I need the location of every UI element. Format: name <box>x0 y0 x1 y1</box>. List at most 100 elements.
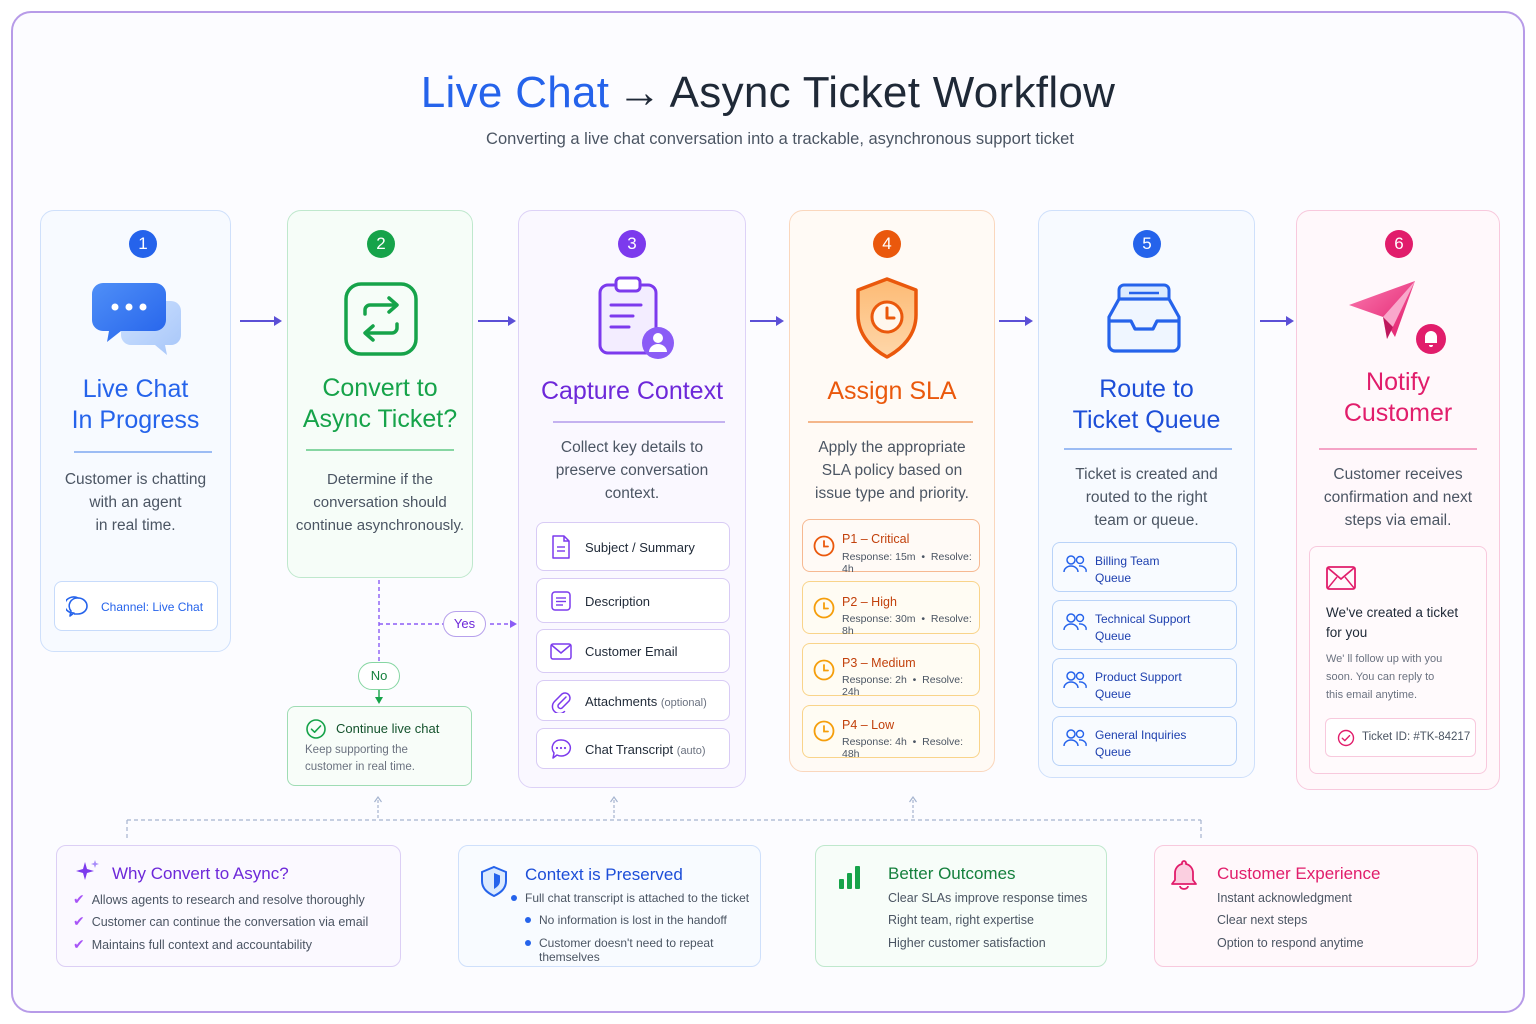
sla-times: Response: 4h • Resolve: 48h <box>842 736 964 760</box>
field-label: Subject / Summary <box>585 540 695 555</box>
email-heading-2: for you <box>1326 625 1368 640</box>
sla-p2-high: P2 – High Response: 30m • Resolve: 8h <box>802 581 980 637</box>
chat-bubbles-icon <box>92 283 181 355</box>
benefit-title: Why Convert to Async? <box>112 864 289 883</box>
queue-general-inquiries: General Inquiries Queue <box>1052 716 1237 766</box>
field-chat-transcript: Chat Transcript (auto) <box>536 728 730 769</box>
check-circle-icon <box>306 719 326 739</box>
chat-bubble-icon <box>66 596 88 617</box>
benefit-item: Full chat transcript is attached to the … <box>511 891 749 905</box>
step-6-divider <box>1319 448 1477 450</box>
email-body-1: We' ll follow up with you <box>1326 653 1443 665</box>
field-label: Attachments (optional) <box>585 694 707 709</box>
queue-label-line1: General Inquiries <box>1095 728 1187 742</box>
arrow-5-6 <box>1260 316 1294 326</box>
step-1-badge: 1 <box>129 230 157 258</box>
decision-connector <box>375 580 517 704</box>
clock-icon <box>813 535 835 557</box>
queue-label-line1: Billing Team <box>1095 554 1160 568</box>
benefit-item: Clear next steps <box>1217 913 1308 927</box>
benefit-item: ✔ Allows agents to research and resolve … <box>73 891 365 907</box>
benefit-why-convert: Why Convert to Async? ✔ Allows agents to… <box>56 845 401 967</box>
queue-label-line2: Queue <box>1095 687 1132 701</box>
channel-label: Channel: Live Chat <box>101 600 204 614</box>
queue-label-line1: Product Support <box>1095 670 1182 684</box>
arrow-3-4 <box>750 316 784 326</box>
field-label: Description <box>585 594 651 609</box>
continue-live-chat-box: Continue live chat Keep supporting the c… <box>287 706 472 786</box>
field-subject-summary: Subject / Summary <box>536 522 730 571</box>
arrow-4-5 <box>999 316 1033 326</box>
email-body-2: soon. You can reply to <box>1326 671 1435 683</box>
document-icon <box>552 535 570 559</box>
step-2-badge: 2 <box>367 230 395 258</box>
step-3-divider <box>553 421 725 423</box>
sla-p4-low: P4 – Low Response: 4h • Resolve: 48h <box>802 705 980 760</box>
users-icon <box>1063 555 1087 573</box>
step-3-title: Capture Context <box>540 377 724 405</box>
benefit-item: Customer doesn't need to repeat themselv… <box>525 936 760 964</box>
step-6-badge: 6 <box>1385 230 1413 258</box>
envelope-icon <box>1326 566 1356 590</box>
sparkle-icon <box>76 860 99 880</box>
queue-label-line2: Queue <box>1095 571 1132 585</box>
sla-times: Response: 15m • Resolve: 4h <box>842 551 972 575</box>
envelope-icon <box>550 643 572 660</box>
check-circle-icon <box>1337 729 1355 747</box>
queue-label-line2: Queue <box>1095 629 1132 643</box>
sla-times: Response: 30m • Resolve: 8h <box>842 613 972 637</box>
arrow-2-3 <box>478 316 516 326</box>
field-description: Description <box>536 578 730 623</box>
benefit-item: Right team, right expertise <box>888 913 1034 927</box>
users-icon <box>1063 729 1087 747</box>
channel-badge: Channel: Live Chat <box>54 581 218 631</box>
shield-clock-icon <box>856 277 918 359</box>
field-label: Chat Transcript (auto) <box>585 742 706 757</box>
field-customer-email: Customer Email <box>536 629 730 673</box>
no-pill: No <box>358 662 400 690</box>
queue-label-line1: Technical Support <box>1095 612 1191 626</box>
benefit-better-outcomes: Better Outcomes Clear SLAs improve respo… <box>815 845 1107 967</box>
benefits-connector <box>126 795 1202 840</box>
benefit-item: Instant acknowledgment <box>1217 891 1352 905</box>
sla-label: P3 – Medium <box>842 656 916 670</box>
sla-label: P4 – Low <box>842 718 895 732</box>
bar-chart-icon <box>839 866 860 889</box>
step-4-badge: 4 <box>873 230 901 258</box>
clock-icon <box>813 720 835 742</box>
sla-p1-critical: P1 – Critical Response: 15m • Resolve: 4… <box>802 519 980 575</box>
step-4-divider <box>808 421 973 423</box>
email-body-3: this email anytime. <box>1326 689 1418 701</box>
clock-icon <box>813 597 835 619</box>
benefit-item: ✔ Customer can continue the conversation… <box>73 913 369 929</box>
users-icon <box>1063 671 1087 689</box>
benefit-item: No information is lost in the handoff <box>525 913 727 927</box>
swap-arrows-icon <box>344 282 418 356</box>
queue-label-line2: Queue <box>1095 745 1132 759</box>
sla-p3-medium: P3 – Medium Response: 2h • Resolve: 24h <box>802 643 980 698</box>
step-5-divider <box>1064 448 1232 450</box>
ticket-id: Ticket ID: #TK-84217 <box>1362 731 1471 743</box>
queue-product-support: Product Support Queue <box>1052 658 1237 708</box>
benefit-item: Option to respond anytime <box>1217 936 1364 950</box>
field-attachments: Attachments (optional) <box>536 680 730 721</box>
sla-times: Response: 2h • Resolve: 24h <box>842 674 964 698</box>
step-3-badge: 3 <box>618 230 646 258</box>
users-icon <box>1063 613 1087 631</box>
paper-plane-bell-icon <box>1349 281 1446 354</box>
continue-desc-1: Keep supporting the <box>305 744 408 756</box>
arrow-1-2 <box>240 316 282 326</box>
continue-title: Continue live chat <box>336 721 440 736</box>
shield-icon <box>481 865 507 897</box>
text-lines-icon <box>551 591 571 611</box>
